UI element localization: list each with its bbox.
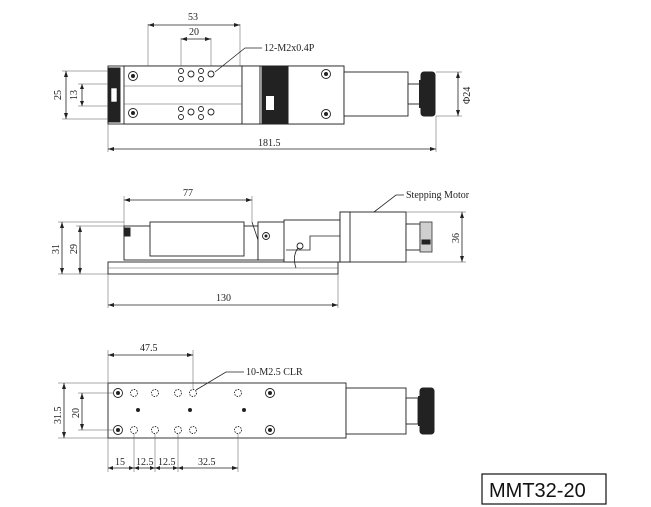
dim-dia24-label: Φ24 (462, 87, 473, 104)
dim-12-5-a-label: 12.5 (136, 457, 154, 468)
dim-20-bottom-label: 20 (71, 408, 82, 418)
model-label: MMT32-20 (489, 480, 586, 502)
bottom-knob (419, 387, 435, 435)
callout-clr: 10-M2.5 CLR (246, 367, 303, 378)
dim-53-label: 53 (188, 12, 198, 23)
bottom-view: 47.5 10-M2.5 CLR 31.5 20 15 12.5 12.5 32… (53, 343, 435, 472)
dim-15-label: 15 (115, 457, 125, 468)
dim-130-label: 130 (216, 293, 231, 304)
dim-29-label: 29 (69, 244, 80, 254)
dim-31-5-label: 31.5 (53, 407, 64, 425)
dim-32-5-label: 32.5 (198, 457, 216, 468)
top-view: 53 20 12-M2x0.4P 25 13 181.5 Φ24 (53, 12, 473, 152)
side-view: Stepping Motor 77 31 29 36 130 (51, 188, 470, 308)
side-stepping-motor (339, 211, 407, 263)
callout-holes: 12-M2x0.4P (264, 43, 315, 54)
dim-36-label: 36 (451, 233, 462, 243)
dim-77-label: 77 (183, 188, 193, 199)
dim-47-5-label: 47.5 (140, 343, 158, 354)
top-carriage-end (241, 65, 261, 125)
top-knob (420, 71, 436, 117)
dim-181-5-label: 181.5 (258, 138, 281, 149)
top-stepping-motor (343, 71, 409, 117)
dim-20-label: 20 (189, 27, 199, 38)
top-carriage (123, 65, 243, 125)
dim-25-label: 25 (53, 90, 64, 100)
callout-stepping-motor: Stepping Motor (406, 190, 470, 201)
side-carriage-top (149, 221, 245, 257)
bottom-base-plate (107, 382, 347, 439)
dim-31-label: 31 (51, 244, 62, 254)
bottom-stepping-motor (345, 387, 407, 435)
dim-12-5-b-label: 12.5 (158, 457, 176, 468)
dim-13-label: 13 (69, 90, 80, 100)
model-label-box: MMT32-20 (481, 473, 607, 505)
